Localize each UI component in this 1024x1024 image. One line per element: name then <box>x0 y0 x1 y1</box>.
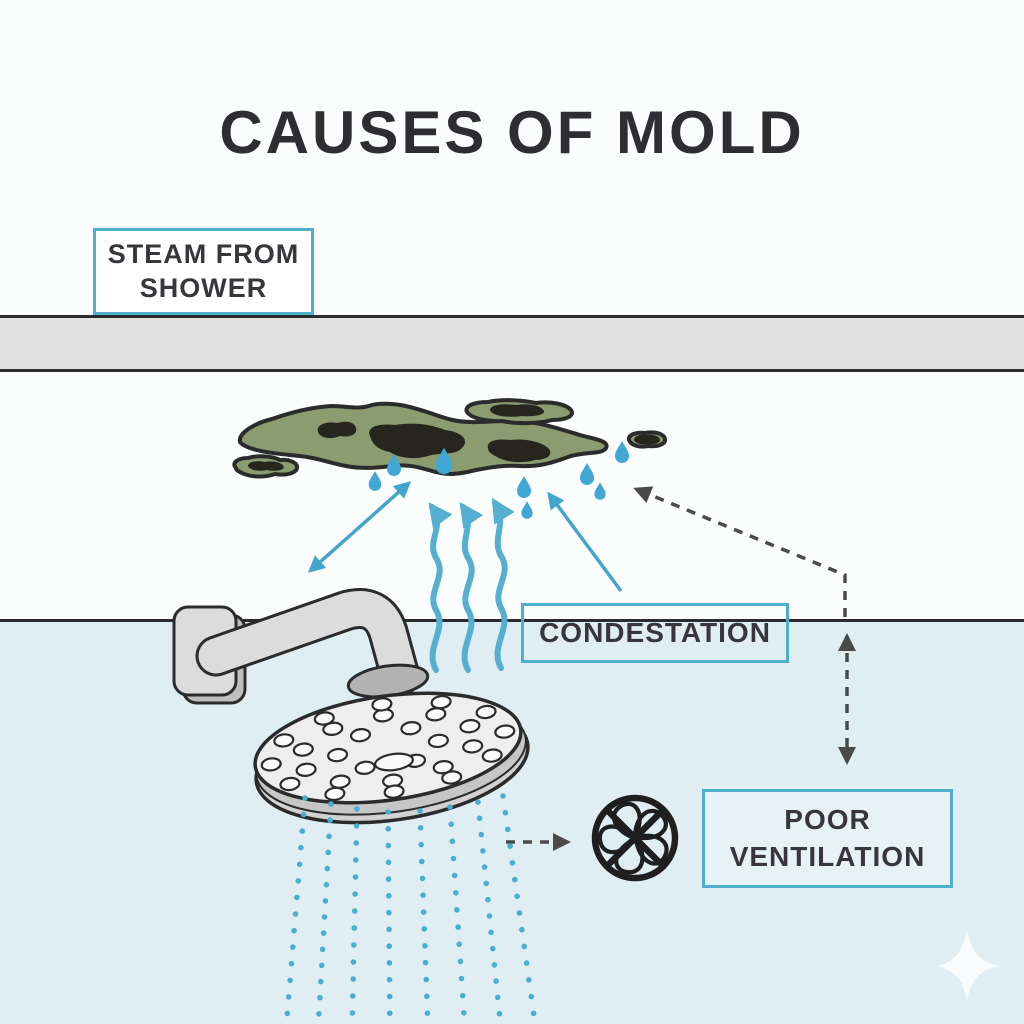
no-ventilation-fan-icon <box>591 794 679 882</box>
sparkle-icon <box>937 930 999 1000</box>
shower-spray-dots <box>284 793 537 1017</box>
label-poor-ventilation: POOR VENTILATION <box>702 789 953 888</box>
label-text-line: STEAM FROM <box>107 238 300 269</box>
label-text-line: SHOWER <box>139 272 268 303</box>
label-steam-from-shower: STEAM FROM SHOWER <box>93 228 314 315</box>
mold-patch-illustration <box>232 398 668 479</box>
label-condensation: CONDESTATION <box>521 603 789 663</box>
label-text-line: CONDESTATION <box>539 617 771 648</box>
condensation-blue-arrows <box>307 481 623 593</box>
shower-head-illustration <box>172 588 530 825</box>
label-text-line: POOR <box>784 804 871 836</box>
shower-center-nozzle <box>374 752 414 772</box>
label-text-line: VENTILATION <box>729 840 926 872</box>
page-title: CAUSES OF MOLD <box>219 99 805 166</box>
airflow-dashed-arrows <box>506 486 856 851</box>
steam-wave-arrow-icons <box>428 497 515 673</box>
shower-nozzle-holes <box>260 694 516 802</box>
ceiling-band <box>0 315 1024 372</box>
